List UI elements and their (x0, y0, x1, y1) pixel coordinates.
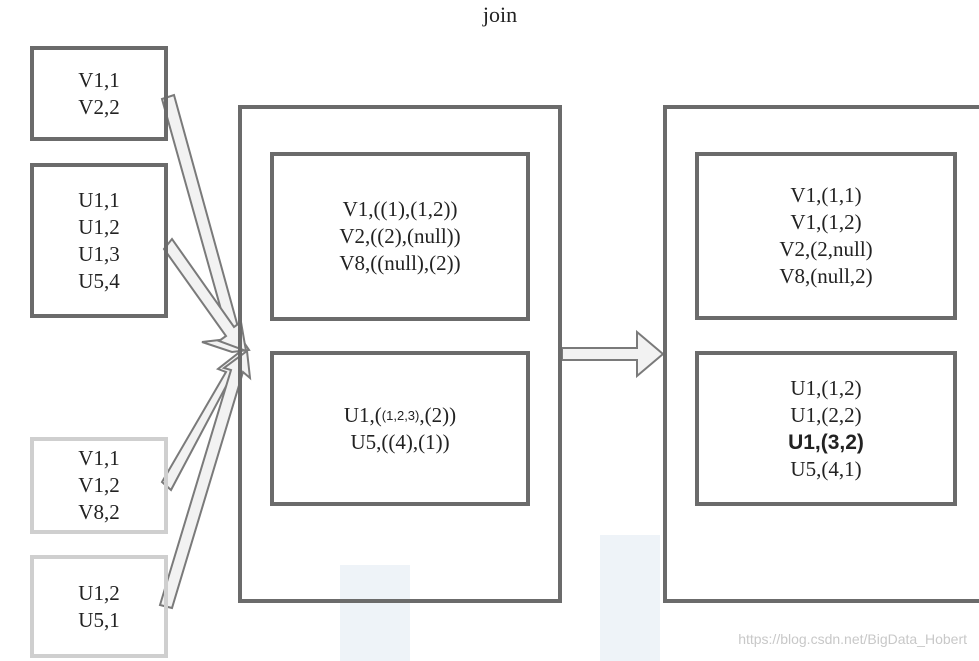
result-u-box: U1,(1,2) U1,(2,2) U1,(3,2) U5,(4,1) (695, 351, 957, 506)
grouped-u-line-1-prefix: U1,( (343, 402, 382, 427)
result-u-line-1: U1,(1,2) (790, 375, 862, 400)
arrow-from-group2 (162, 237, 248, 353)
diagram-title: join (482, 2, 518, 27)
input-box-4: U1,2 U5,1 (30, 555, 168, 658)
grouped-v-line-1: V1,((1),(1,2)) (342, 197, 458, 221)
result-v-line-2: V1,(1,2) (790, 210, 862, 234)
watermark-shape-right (600, 535, 660, 661)
input-box-2: U1,1 U1,2 U1,3 U5,4 (30, 163, 168, 318)
result-v-line-4: V8,(null,2) (779, 264, 873, 288)
input-box-3: V1,1 V1,2 V8,2 (30, 437, 168, 534)
result-v-box: V1,(1,1) V1,(1,2) V2,(2,null) V8,(null,2… (695, 152, 957, 320)
input-1-line-1: V1,1 (78, 67, 120, 92)
grouped-container (238, 105, 562, 603)
grouped-v-box: V1,((1),(1,2)) V2,((2),(null)) V8,((null… (270, 152, 530, 321)
grouped-u-line-1-suffix: ,(2)) (419, 402, 457, 427)
result-v-line-3: V2,(2,null) (779, 237, 873, 261)
input-box-1: V1,1 V2,2 (30, 46, 168, 141)
arrow-from-group1 (160, 93, 251, 354)
grouped-v-line-3: V8,((null),(2)) (339, 251, 461, 275)
input-2-line-1: U1,1 (78, 187, 120, 212)
watermark-shape-left (340, 565, 410, 661)
arrow-from-group4 (158, 349, 252, 610)
watermark-text: https://blog.csdn.net/BigData_Hobert (738, 631, 967, 647)
input-2-line-2: U1,2 (78, 214, 120, 239)
result-v-line-1: V1,(1,1) (790, 183, 862, 207)
input-1-line-2: V2,2 (78, 94, 120, 119)
input-3-line-2: V1,2 (78, 473, 120, 497)
input-4-line-1: U1,2 (78, 580, 120, 605)
result-u-line-3: U1,(3,2) (788, 430, 864, 454)
grouped-u-box: U1,((1,2,3),(2)) U5,((4),(1)) (270, 351, 530, 506)
input-2-line-3: U1,3 (78, 241, 120, 266)
grouped-u-line-1: U1,((1,2,3),(2)) (274, 402, 526, 429)
grouped-u-line-1-inner: (1,2,3) (381, 407, 420, 423)
result-u-line-4: U5,(4,1) (790, 456, 862, 481)
result-u-line-2: U1,(2,2) (790, 402, 862, 427)
arrow-to-result (561, 329, 665, 379)
grouped-u-line-2: U5,((4),(1)) (350, 429, 450, 454)
input-4-line-2: U5,1 (78, 607, 120, 632)
input-3-line-1: V1,1 (78, 446, 120, 470)
grouped-v-line-2: V2,((2),(null)) (339, 224, 461, 248)
input-2-line-4: U5,4 (78, 268, 120, 293)
input-3-line-3: V8,2 (78, 500, 120, 524)
result-container (663, 105, 979, 603)
